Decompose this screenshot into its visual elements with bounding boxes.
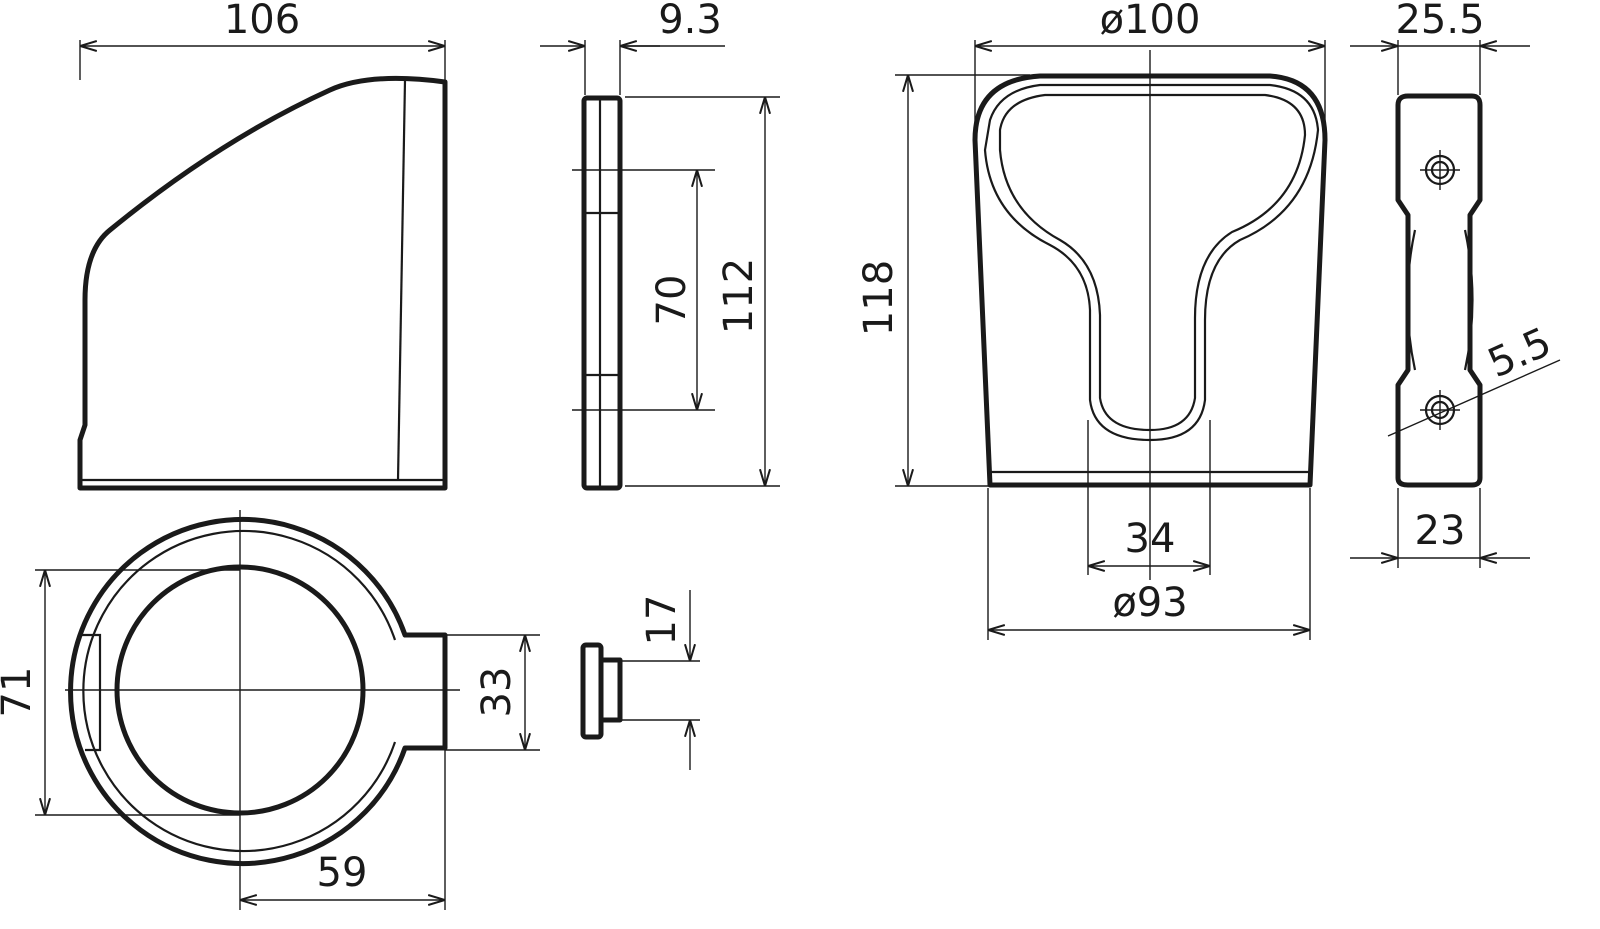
dim-label: 112: [716, 258, 762, 334]
back-plate-view: [1395, 93, 1483, 488]
dim-center-to-tab: 59: [240, 750, 446, 910]
dim-total-height: 118: [856, 74, 1030, 487]
dim-plate-width-top: 25.5: [1350, 0, 1530, 95]
dim-label: 23: [1415, 508, 1466, 554]
dim-label: 70: [649, 275, 695, 326]
dim-label: 34: [1125, 516, 1176, 562]
dim-label: 5.5: [1481, 319, 1558, 387]
dim-label: 25.5: [1395, 0, 1484, 43]
screw-hole-icon: [1420, 150, 1460, 190]
top-view: [65, 510, 460, 910]
dim-base-diameter: ø93: [987, 488, 1311, 640]
dim-plate-width-bottom: 23: [1350, 488, 1530, 568]
dim-plate-height: 112: [625, 96, 780, 487]
dim-label: 71: [0, 667, 40, 718]
dim-label: ø93: [1112, 580, 1187, 626]
front-view: [972, 50, 1328, 580]
dim-label: ø100: [1100, 0, 1201, 43]
dim-thickness: 9.3: [540, 0, 725, 95]
dim-label: 106: [224, 0, 300, 43]
dim-hole-spacing: 70: [640, 169, 715, 411]
small-part-view: [580, 642, 623, 740]
dim-small-part: 17: [620, 590, 700, 770]
dim-label: 59: [317, 850, 368, 896]
dim-tab-height: 33: [445, 634, 540, 751]
dim-ring-depth: 71: [0, 569, 240, 816]
dim-label: 33: [474, 667, 520, 718]
dim-label: 118: [856, 260, 902, 336]
dim-slot-width: 34: [1087, 420, 1211, 575]
side-view: [77, 75, 448, 491]
dim-label: 17: [639, 595, 685, 646]
dim-label: 9.3: [658, 0, 722, 43]
dim-side-width: 106: [79, 0, 446, 80]
profile-view: [572, 95, 640, 491]
screw-hole-icon: [1420, 390, 1460, 430]
dim-outer-diameter: ø100: [974, 0, 1326, 140]
